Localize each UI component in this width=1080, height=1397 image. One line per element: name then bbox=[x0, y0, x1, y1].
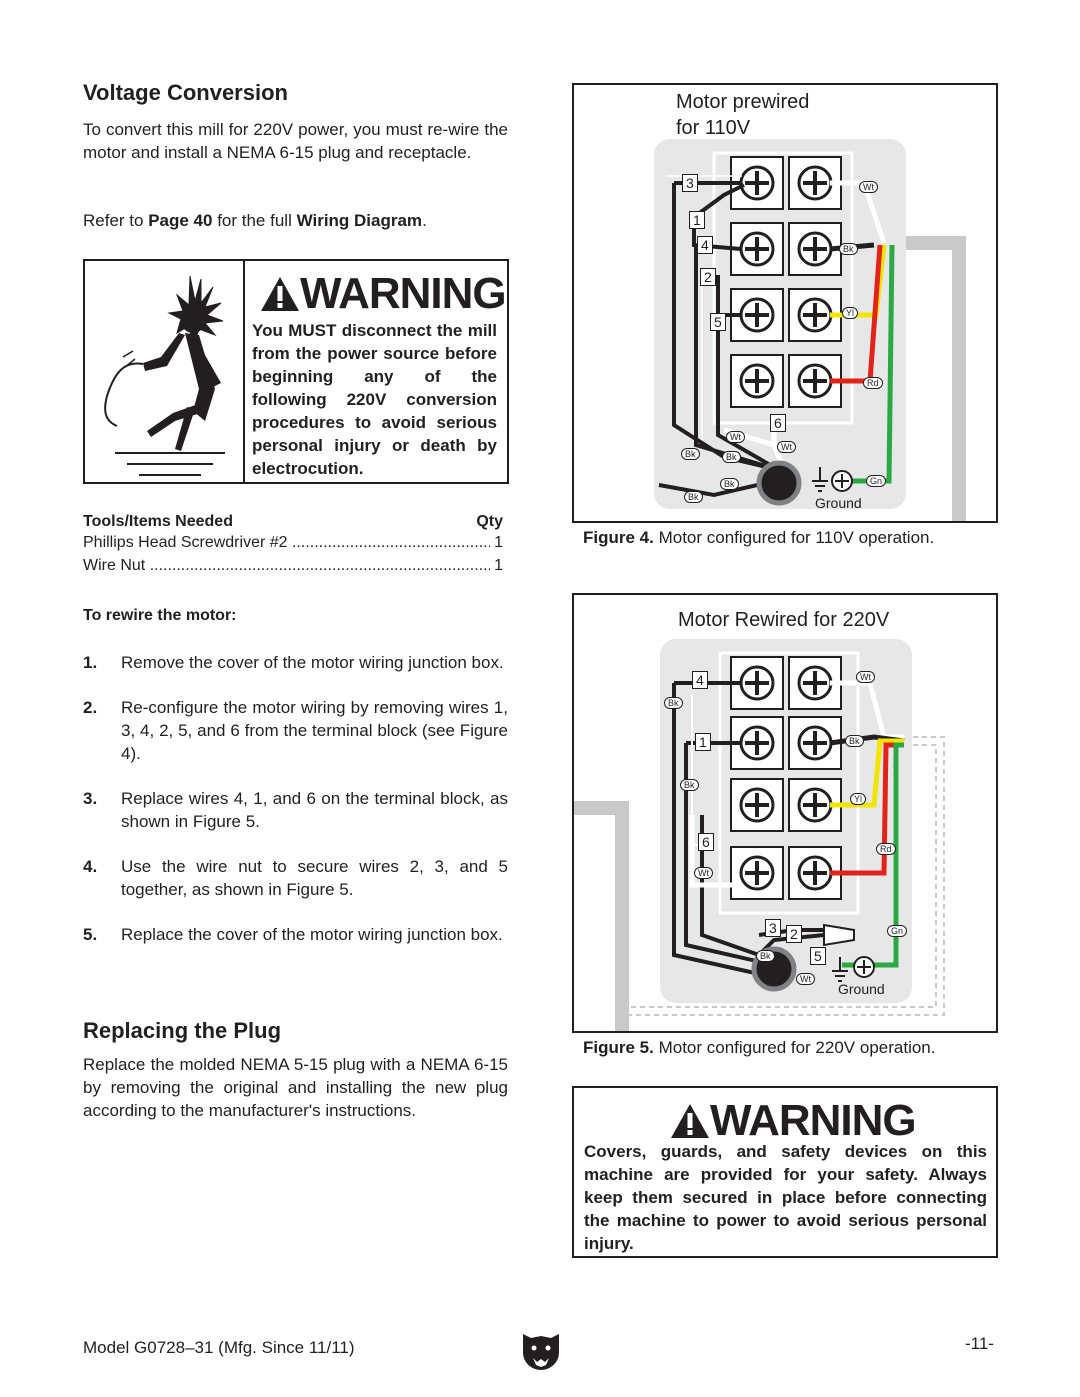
wire-label-bk: Bk bbox=[845, 735, 864, 747]
list-item: 5.Replace the cover of the motor wiring … bbox=[83, 925, 503, 944]
rewire-heading: To rewire the motor: bbox=[83, 607, 237, 624]
intro-text: To convert this mill for 220V power, you… bbox=[83, 120, 508, 162]
wire-nut-icon bbox=[823, 923, 855, 947]
warning-triangle-icon bbox=[261, 277, 299, 311]
plug-text: Replace the molded NEMA 5-15 plug with a… bbox=[83, 1055, 508, 1120]
footer-model: Model G0728–31 (Mfg. Since 11/11) bbox=[83, 1338, 355, 1357]
warning-title: WARNING bbox=[300, 269, 507, 318]
wire-label-wt: Wt bbox=[777, 441, 796, 453]
tools-row: Wire Nut 1 bbox=[83, 554, 503, 577]
wire-label-wt: Wt bbox=[694, 867, 713, 879]
figure-5-box: Motor Rewired for 220V bbox=[572, 593, 998, 1033]
wire-label-bk: Bk bbox=[664, 697, 683, 709]
tools-row: Phillips Head Screwdriver #2 1 bbox=[83, 531, 503, 554]
figure-5-wiring-diagram bbox=[574, 639, 945, 1031]
terminal-label-1: 1 bbox=[695, 733, 711, 751]
figure-5-caption: Figure 5. Motor configured for 220V oper… bbox=[583, 1038, 936, 1057]
ground-label: Ground bbox=[838, 981, 885, 997]
wire-label-bk: Bk bbox=[720, 478, 739, 490]
list-item: 2.Re-configure the motor wiring by remov… bbox=[83, 698, 508, 763]
wire-label-wt: Wt bbox=[856, 671, 875, 683]
list-item: 4.Use the wire nut to secure wires 2, 3,… bbox=[83, 857, 508, 899]
tools-table: Tools/Items Needed Qty Phillips Head Scr… bbox=[83, 513, 503, 577]
wire-label-wt: Wt bbox=[796, 973, 815, 985]
bear-logo-icon bbox=[523, 1334, 559, 1370]
list-item: 1.Remove the cover of the motor wiring j… bbox=[83, 653, 504, 672]
voltage-conversion-heading: Voltage Conversion bbox=[83, 80, 288, 105]
ground-icon bbox=[832, 956, 875, 982]
wire-label-bk: Bk bbox=[680, 779, 699, 791]
warning-triangle-icon bbox=[671, 1104, 709, 1138]
wire-label-gn: Gn bbox=[887, 925, 908, 937]
replacing-plug-heading: Replacing the Plug bbox=[83, 1018, 282, 1043]
wire-label-bk: Bk bbox=[756, 950, 775, 962]
terminal-label-1: 1 bbox=[689, 211, 705, 229]
warning-box-electrocution: WARNING You MUST disconnect the mill fro… bbox=[83, 259, 509, 484]
wire-label-yl: Yl bbox=[850, 793, 867, 805]
warning-header: WARNING bbox=[260, 269, 507, 319]
terminal-label-3: 3 bbox=[765, 919, 781, 937]
terminal-label-6: 6 bbox=[770, 414, 786, 432]
wire-label-yl: Yl bbox=[842, 307, 859, 319]
warning-box-guards: WARNING Covers, guards, and safety devic… bbox=[572, 1086, 998, 1258]
page-number: -11- bbox=[965, 1334, 994, 1353]
tools-header: Tools/Items Needed Qty bbox=[83, 513, 503, 530]
wire-label-wt: Wt bbox=[726, 431, 745, 443]
list-item: 3.Replace wires 4, 1, and 6 on the termi… bbox=[83, 789, 508, 831]
terminal-label-3: 3 bbox=[682, 174, 698, 192]
wire-label-rd: Rd bbox=[876, 843, 896, 855]
figure-4-caption: Figure 4. Motor configured for 110V oper… bbox=[583, 528, 935, 547]
figure-4-box: Motor prewired for 110V bbox=[572, 83, 998, 523]
terminal-label-4: 4 bbox=[692, 671, 708, 689]
warning-title: WARNING bbox=[710, 1096, 917, 1145]
terminal-label-4: 4 bbox=[697, 236, 713, 254]
wire-label-bk: Bk bbox=[684, 491, 703, 503]
page-40-link: Page 40 bbox=[148, 211, 213, 230]
warning-message: You MUST disconnect the mill from the po… bbox=[252, 321, 497, 478]
ground-icon bbox=[812, 467, 853, 492]
figure-4-wiring-diagram bbox=[654, 139, 966, 521]
warning-divider bbox=[243, 261, 245, 482]
refer-text: Refer to Page 40 for the full Wiring Dia… bbox=[83, 211, 427, 230]
wire-label-wt: Wt bbox=[859, 181, 878, 193]
figure-4-title: Motor prewired for 110V bbox=[676, 91, 810, 139]
steps-list: 1.Remove the cover of the motor wiring j… bbox=[83, 651, 508, 946]
terminal-label-2: 2 bbox=[700, 268, 716, 286]
terminal-label-2: 2 bbox=[786, 925, 802, 943]
terminal-label-6: 6 bbox=[698, 833, 714, 851]
terminal-label-5: 5 bbox=[710, 313, 726, 331]
warning-message: Covers, guards, and safety devices on th… bbox=[584, 1142, 987, 1253]
wire-label-gn: Gn bbox=[866, 475, 887, 487]
terminal-label-5: 5 bbox=[810, 947, 826, 965]
wiring-diagram-ref: Wiring Diagram bbox=[296, 211, 423, 230]
wire-label-rd: Rd bbox=[863, 377, 883, 389]
electrocution-figure-icon bbox=[104, 275, 225, 476]
wire-label-bk: Bk bbox=[722, 451, 741, 463]
ground-label: Ground bbox=[815, 495, 862, 511]
wire-label-bk: Bk bbox=[681, 448, 700, 460]
wire-label-bk: Bk bbox=[839, 243, 858, 255]
warning-header: WARNING bbox=[670, 1096, 917, 1146]
figure-5-title: Motor Rewired for 220V bbox=[678, 609, 890, 631]
